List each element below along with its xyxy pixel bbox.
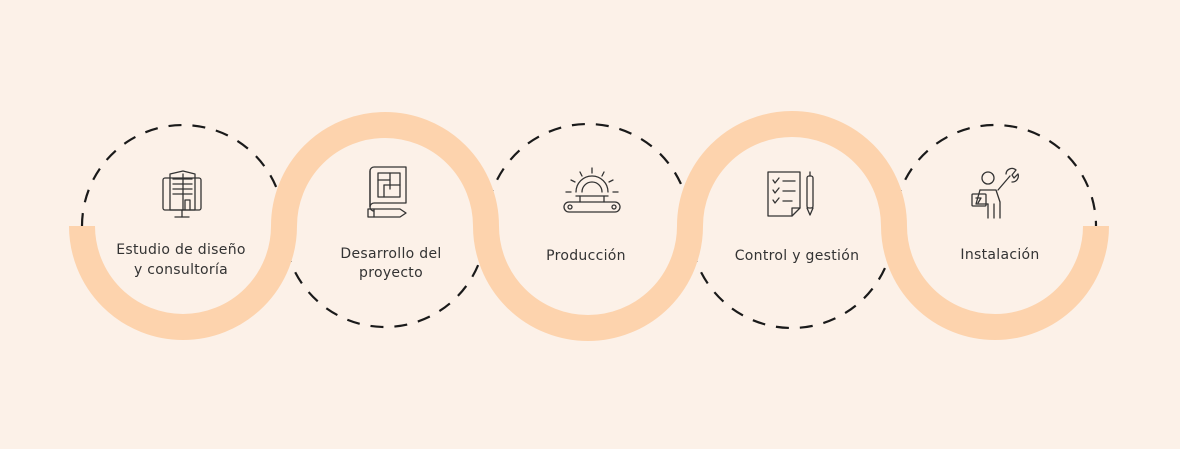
- dashed-arc-top-3: [484, 122, 692, 227]
- step-4: Control y gestión: [735, 248, 860, 264]
- blueprint-pencil-icon: [367, 166, 407, 218]
- orange-wave: [69, 111, 1109, 341]
- step-4-label: Control y gestión: [735, 248, 860, 264]
- dashed-arcs: [80, 122, 1098, 330]
- dashed-arc-top-5: [892, 123, 1098, 227]
- step-1-label-line-1: Estudio de diseño: [116, 242, 245, 258]
- step-2-label-line-2: proyecto: [359, 265, 423, 281]
- gear-conveyor-icon: [563, 167, 621, 213]
- dashed-arc-top-1: [80, 123, 286, 227]
- step-5: Instalación: [960, 247, 1039, 263]
- step-3-label: Producción: [546, 248, 626, 264]
- step-5-label: Instalación: [960, 247, 1039, 263]
- checklist-pen-icon: [767, 171, 814, 217]
- step-1-label-line-2: y consultoría: [134, 262, 228, 278]
- dashed-arc-bottom-4: [688, 225, 896, 330]
- worker-wrench-icon: [971, 167, 1019, 219]
- step-3: Producción: [546, 248, 626, 264]
- step-1: Estudio de diseño y consultoría: [116, 242, 245, 278]
- dashed-arc-bottom-2: [282, 225, 488, 329]
- step-2: Desarrollo del proyecto: [340, 246, 441, 281]
- step-2-label-line-1: Desarrollo del: [340, 246, 441, 262]
- building-monitor-icon: [162, 170, 202, 218]
